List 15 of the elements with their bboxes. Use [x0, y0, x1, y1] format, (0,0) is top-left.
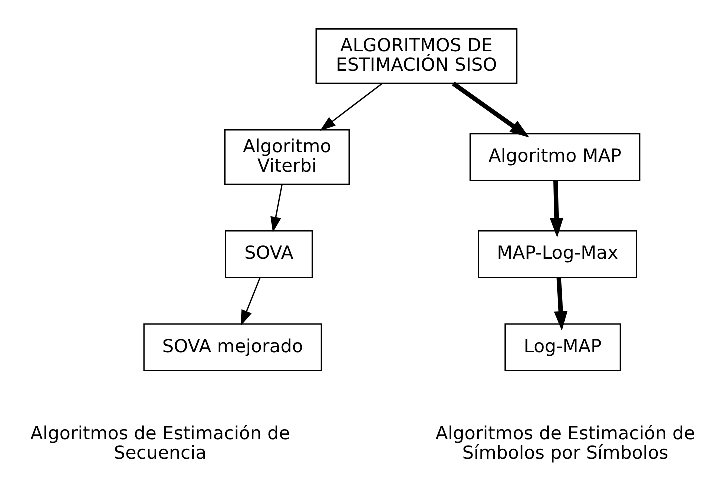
node-box: SOVA — [225, 230, 314, 278]
arrow — [550, 180, 564, 238]
node-box: Algoritmo Viterbi — [224, 128, 350, 185]
arrow — [554, 277, 568, 330]
arrow — [241, 277, 261, 326]
arrow — [270, 184, 283, 232]
node-box: ALGORITMOS DE ESTIMACIÓN SISO — [316, 28, 518, 84]
arrow — [320, 82, 383, 130]
node-box: SOVA mejorado — [144, 323, 322, 372]
node-label: Algoritmos de Estimación de Secuencia — [30, 423, 290, 464]
node-box: Algoritmo MAP — [470, 132, 641, 181]
arrow — [452, 81, 530, 138]
node-box: Log-MAP — [504, 323, 622, 372]
node-label: Algoritmos de Estimación de Símbolos por Símbolos — [436, 423, 696, 464]
node-box: MAP-Log-Max — [478, 230, 638, 278]
